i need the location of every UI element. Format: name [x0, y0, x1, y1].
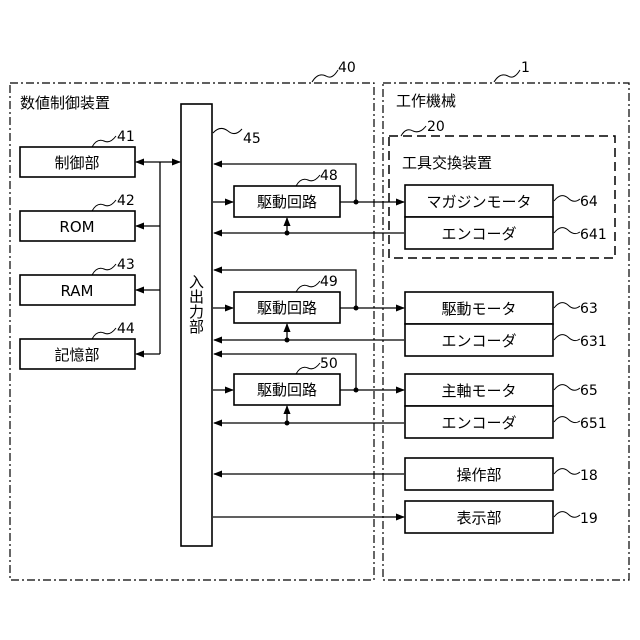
ref-64: 64: [580, 194, 598, 210]
leader-1: [494, 70, 520, 82]
leader-18: [554, 469, 580, 475]
ref-20: 20: [427, 119, 445, 135]
ref-18: 18: [580, 468, 598, 484]
leader-49: [296, 281, 320, 292]
ref-44: 44: [117, 321, 135, 337]
operation-unit-label: 操作部: [456, 466, 501, 484]
ref-45: 45: [243, 131, 261, 147]
ref-19: 19: [580, 511, 598, 527]
drive-circuit-49-label: 駆動回路: [257, 299, 317, 317]
leader-641: [554, 228, 580, 234]
ref-651: 651: [580, 416, 607, 432]
ref-49: 49: [320, 274, 338, 290]
leader-20: [401, 126, 426, 136]
display-unit-label: 表示部: [456, 509, 501, 527]
encoder-651-label: エンコーダ: [441, 414, 516, 432]
control-unit-label: 制御部: [54, 154, 99, 172]
leader-48: [296, 175, 320, 186]
leader-50: [296, 363, 320, 374]
encoder-631-label: エンコーダ: [441, 332, 516, 350]
leader-41: [92, 136, 116, 147]
ref-631: 631: [580, 334, 607, 350]
tool-changer-title: 工具交換装置: [402, 154, 492, 172]
ref-43: 43: [117, 257, 135, 273]
encoder-641-label: エンコーダ: [441, 225, 516, 243]
leader-64: [554, 196, 580, 202]
ref-65: 65: [580, 383, 598, 399]
leader-19: [554, 512, 580, 518]
ram-label: RAM: [60, 282, 93, 300]
magazine-motor-label: マガジンモータ: [426, 193, 531, 211]
leader-42: [92, 200, 116, 211]
machine-tool-title: 工作機械: [396, 92, 456, 110]
rom-label: ROM: [59, 218, 94, 236]
ref-641: 641: [580, 227, 607, 243]
leader-40: [312, 70, 338, 82]
drive-motor-label: 駆動モータ: [441, 300, 516, 318]
storage-unit-label: 記憶部: [54, 346, 99, 364]
leader-45: [213, 128, 242, 133]
drive-circuit-50-label: 駆動回路: [257, 381, 317, 399]
leader-651: [554, 417, 580, 423]
numerical-controller-title: 数値制御装置: [20, 94, 110, 112]
leader-631: [554, 335, 580, 341]
ref-41: 41: [117, 129, 135, 145]
ref-63: 63: [580, 301, 598, 317]
leader-44: [92, 328, 116, 339]
leader-65: [554, 385, 580, 391]
spindle-motor-label: 主軸モータ: [441, 382, 516, 400]
ref-40: 40: [338, 60, 356, 76]
ref-42: 42: [117, 193, 135, 209]
drive-circuit-48-label: 駆動回路: [257, 193, 317, 211]
io-unit-label: 入出力部: [187, 274, 205, 334]
ref-50: 50: [320, 356, 338, 372]
leader-63: [554, 303, 580, 309]
ref-48: 48: [320, 168, 338, 184]
ref-1: 1: [521, 60, 530, 76]
leader-43: [92, 264, 116, 275]
